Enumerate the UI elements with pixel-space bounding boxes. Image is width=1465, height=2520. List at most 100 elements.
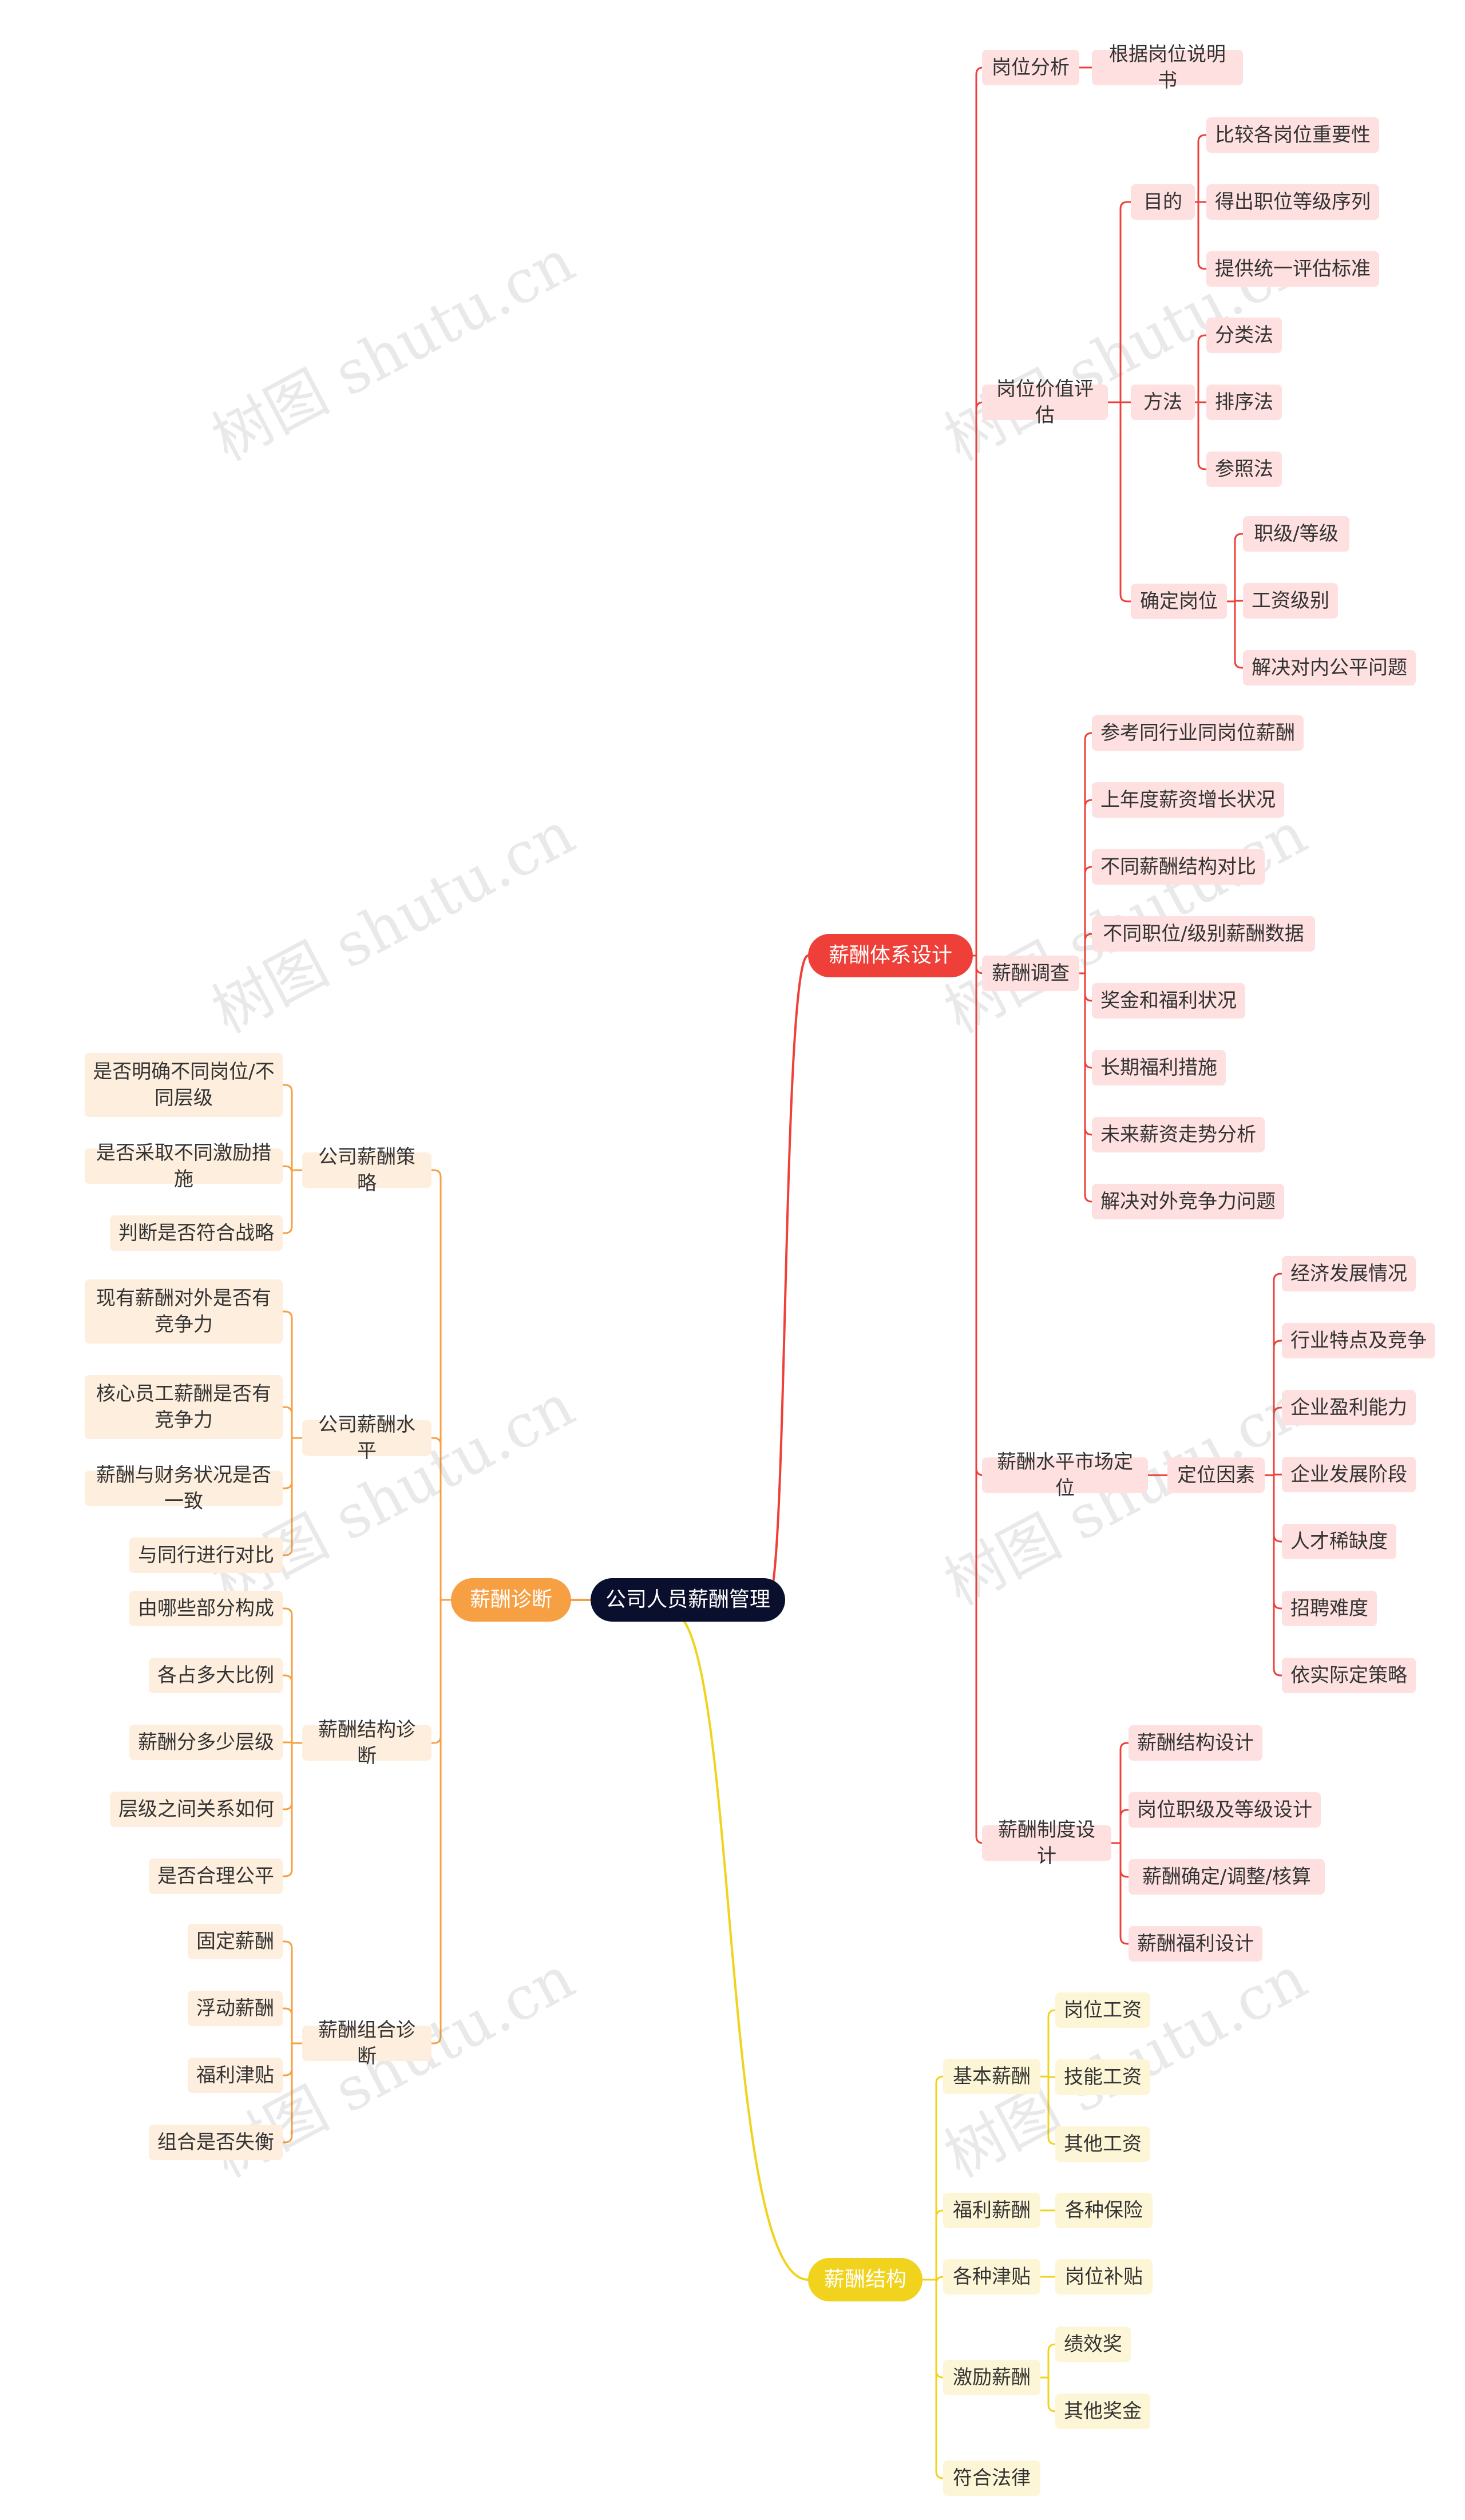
node-method[interactable]: 方法	[1131, 385, 1195, 420]
node-allowances[interactable]: 各种津贴	[943, 2259, 1040, 2295]
leaf-struct_diag-0[interactable]: 由哪些部分构成	[129, 1591, 283, 1626]
connector-line	[1119, 594, 1131, 603]
leaf-survey-1[interactable]: 上年度薪资增长状况	[1092, 782, 1284, 818]
connector-line	[283, 1165, 293, 1174]
node-legal[interactable]: 符合法律	[943, 2460, 1040, 2496]
connector-line	[1047, 2009, 1056, 2018]
leaf-struct_diag-3[interactable]: 层级之间关系如何	[110, 1792, 283, 1827]
leaf-position-0[interactable]: 职级/等级	[1243, 516, 1349, 552]
node-confirm-position[interactable]: 确定岗位	[1131, 584, 1227, 619]
leaf-basic-1[interactable]: 技能工资	[1055, 2059, 1150, 2095]
connector-line	[283, 2007, 293, 2016]
leaf-survey-0[interactable]: 参考同行业同岗位薪酬	[1092, 715, 1304, 751]
leaf-institution-2[interactable]: 薪酬确定/调整/核算	[1129, 1859, 1325, 1895]
leaf-method-2[interactable]: 参照法	[1206, 451, 1282, 487]
leaf-basic-2[interactable]: 其他工资	[1055, 2126, 1150, 2162]
leaf-factor-4[interactable]: 人才稀缺度	[1282, 1524, 1396, 1559]
node-salary-institution[interactable]: 薪酬制度设计	[982, 1818, 1111, 1868]
branch-diagnosis[interactable]: 薪酬诊断	[451, 1578, 571, 1622]
leaf-factor-3[interactable]: 企业发展阶段	[1282, 1457, 1416, 1492]
node-basic-salary[interactable]: 基本薪酬	[943, 2059, 1040, 2094]
connector-line	[1119, 201, 1131, 209]
leaf-welfare-0[interactable]: 各种保险	[1055, 2193, 1153, 2228]
leaf-allowance-0[interactable]: 岗位补贴	[1055, 2259, 1153, 2295]
leaf-struct_diag-2[interactable]: 薪酬分多少层级	[129, 1725, 283, 1760]
leaf-institution-0[interactable]: 薪酬结构设计	[1129, 1725, 1262, 1761]
leaf-level-3[interactable]: 与同行进行对比	[129, 1538, 283, 1573]
connector-line	[283, 2135, 293, 2143]
leaf-survey-6[interactable]: 未来薪资走势分析	[1092, 1117, 1265, 1152]
connector-line	[1084, 1127, 1092, 1136]
connector-line	[935, 2075, 944, 2084]
connector-line	[283, 1226, 293, 1234]
node-purpose[interactable]: 目的	[1131, 184, 1195, 220]
connector-line	[935, 2370, 944, 2379]
leaf-position-1[interactable]: 工资级别	[1243, 583, 1338, 619]
leaf-struct_diag-1[interactable]: 各占多大比例	[149, 1658, 283, 1693]
connector-line	[1197, 462, 1206, 470]
leaf-purpose-0[interactable]: 比较各岗位重要性	[1206, 117, 1379, 153]
leaf-factor-2[interactable]: 企业盈利能力	[1282, 1390, 1416, 1425]
connector-line	[1234, 660, 1243, 669]
node-job-evaluation[interactable]: 岗位价值评估	[982, 378, 1108, 427]
connector-line	[1084, 866, 1092, 874]
leaf-basic-0[interactable]: 岗位工资	[1055, 1992, 1150, 2028]
node-salary-strategy[interactable]: 公司薪酬策略	[302, 1146, 431, 1195]
root-node[interactable]: 公司人员薪酬管理	[591, 1578, 785, 1622]
node-market-position[interactable]: 薪酬水平市场定位	[982, 1451, 1148, 1500]
leaf-incentive-1[interactable]: 其他奖金	[1055, 2394, 1150, 2429]
leaf-incentive-0[interactable]: 绩效奖	[1055, 2327, 1131, 2362]
leaf-combo_diag-0[interactable]: 固定薪酬	[188, 1924, 283, 1959]
leaf-combo_diag-3[interactable]: 组合是否失衡	[149, 2125, 283, 2160]
leaf-survey-5[interactable]: 长期福利措施	[1092, 1050, 1226, 1085]
leaf-strategy-2[interactable]: 判断是否符合战略	[110, 1215, 283, 1251]
leaf-factor-5[interactable]: 招聘难度	[1282, 1591, 1377, 1626]
leaf-level-2[interactable]: 薪酬与财务状况是否一致	[85, 1464, 283, 1513]
leaf-survey-2[interactable]: 不同薪酬结构对比	[1092, 849, 1265, 885]
branch-structure[interactable]: 薪酬结构	[808, 2258, 922, 2301]
leaf-combo_diag-1[interactable]: 浮动薪酬	[188, 1991, 283, 2026]
connector-line	[935, 2471, 944, 2479]
leaf-combo_diag-2[interactable]: 福利津贴	[188, 2058, 283, 2093]
node-welfare-salary[interactable]: 福利薪酬	[943, 2193, 1040, 2228]
leaf-survey-7[interactable]: 解决对外竞争力问题	[1092, 1184, 1284, 1219]
leaf-position-2[interactable]: 解决对内公平问题	[1243, 650, 1416, 686]
connector-line	[935, 2276, 944, 2284]
connector-line	[1234, 533, 1243, 541]
connector-line	[1084, 1194, 1092, 1203]
node-incentive-salary[interactable]: 激励薪酬	[943, 2360, 1040, 2395]
connector-line	[283, 1084, 293, 1092]
branch-system-design[interactable]: 薪酬体系设计	[808, 934, 973, 977]
connector-line	[431, 1736, 442, 1744]
leaf-factor-6[interactable]: 依实际定策略	[1282, 1658, 1416, 1693]
leaf-survey-4[interactable]: 奖金和福利状况	[1092, 983, 1245, 1019]
leaf-strategy-0[interactable]: 是否明确不同岗位/不同层级	[85, 1053, 283, 1117]
leaf-method-0[interactable]: 分类法	[1206, 318, 1282, 353]
leaf-institution-1[interactable]: 岗位职级及等级设计	[1129, 1792, 1321, 1828]
node-structure-diagnosis[interactable]: 薪酬结构诊断	[302, 1718, 431, 1768]
node-combo-diagnosis[interactable]: 薪酬组合诊断	[302, 2019, 431, 2068]
leaf-level-0[interactable]: 现有薪酬对外是否有竞争力	[85, 1279, 283, 1344]
leaf-survey-3[interactable]: 不同职位/级别薪酬数据	[1092, 916, 1315, 952]
leaf-purpose-1[interactable]: 得出职位等级序列	[1206, 184, 1379, 220]
connector-line	[1119, 1809, 1129, 1817]
connector-line	[1119, 1742, 1129, 1750]
leaf-method-1[interactable]: 排序法	[1206, 385, 1282, 420]
leaf-institution-3[interactable]: 薪酬福利设计	[1129, 1926, 1262, 1962]
node-job-analysis[interactable]: 岗位分析	[982, 50, 1079, 85]
connector-line	[1084, 993, 1092, 1002]
leaf-level-1[interactable]: 核心员工薪酬是否有竞争力	[85, 1375, 283, 1439]
connector-line	[1197, 134, 1206, 142]
node-salary-level[interactable]: 公司薪酬水平	[302, 1413, 431, 1463]
leaf-factor-0[interactable]: 经济发展情况	[1282, 1256, 1416, 1291]
leaf-factor-1[interactable]: 行业特点及竞争	[1282, 1323, 1435, 1358]
leaf-job-description[interactable]: 根据岗位说明书	[1092, 43, 1243, 92]
leaf-struct_diag-4[interactable]: 是否合理公平	[149, 1859, 283, 1894]
leaf-strategy-1[interactable]: 是否采取不同激励措施	[85, 1142, 283, 1191]
connector-line	[1273, 1534, 1282, 1543]
leaf-purpose-2[interactable]: 提供统一评估标准	[1206, 251, 1379, 287]
connector-line	[1047, 2404, 1056, 2412]
node-salary-survey[interactable]: 薪酬调查	[982, 956, 1079, 991]
node-factors[interactable]: 定位因素	[1167, 1457, 1265, 1493]
